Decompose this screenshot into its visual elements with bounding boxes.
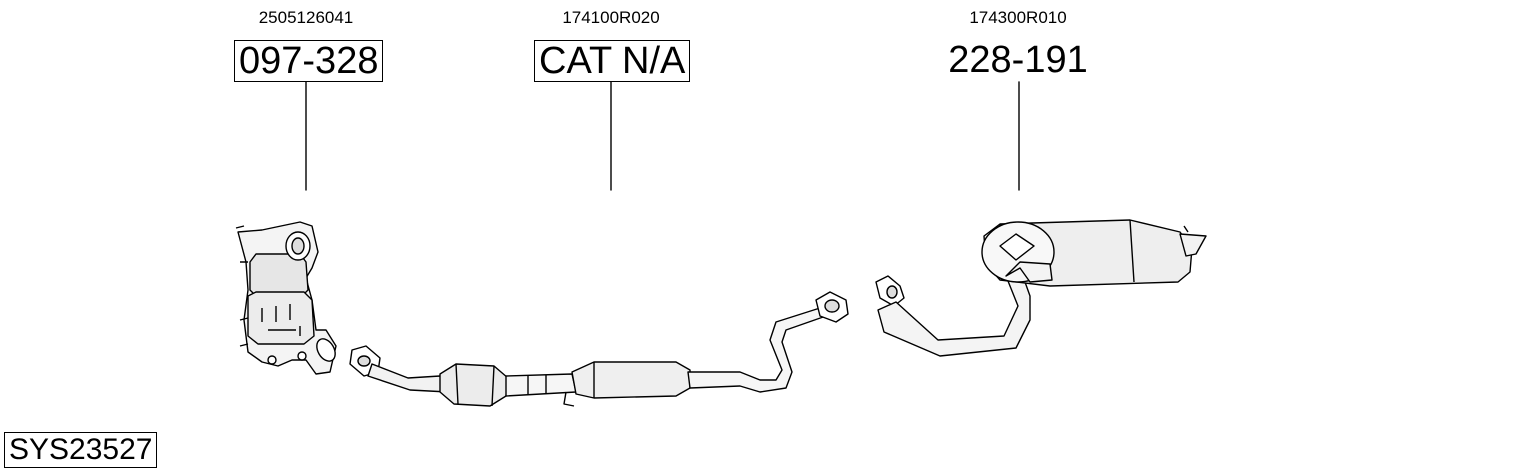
oem-number-3: 174300R010 <box>969 8 1067 27</box>
manifold-catalyst-assembly <box>235 221 337 375</box>
part-number-3[interactable]: 228-191 <box>948 39 1088 81</box>
oem-number-2: 174100R020 <box>562 8 660 27</box>
system-code-box: SYS23527 <box>4 432 158 468</box>
rear-muffler <box>875 219 1207 357</box>
front-pipe-catalyst <box>349 291 849 407</box>
part-number-1[interactable]: 097-328 <box>234 40 384 82</box>
oem-number-1: 2505126041 <box>258 8 354 27</box>
part-number-2[interactable]: CAT N/A <box>534 40 691 82</box>
